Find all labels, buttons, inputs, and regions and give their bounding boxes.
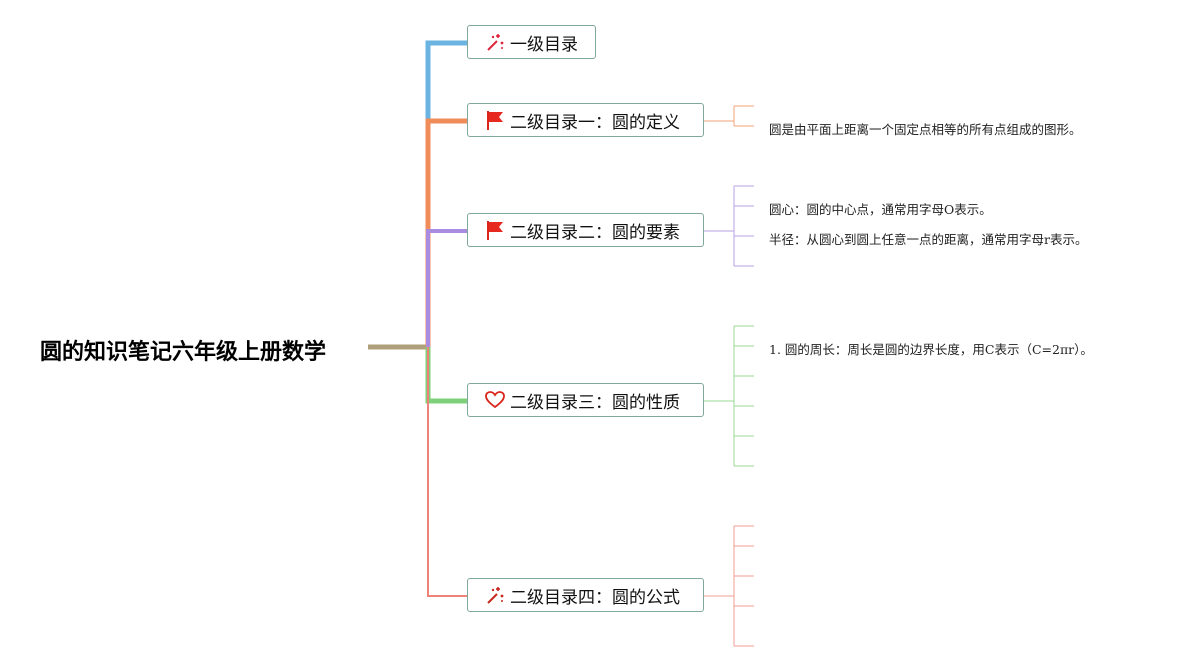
heart-outline-icon bbox=[485, 391, 505, 409]
red-flag-icon bbox=[487, 111, 503, 130]
branch-4-sublines bbox=[703, 325, 754, 467]
magic-wand-icon bbox=[487, 34, 504, 51]
branch-label-2: 二级目录一：圆的定义 bbox=[510, 112, 680, 133]
note-radius: 半径：从圆心到圆上任意一点的距离，通常用字母r表示。 bbox=[769, 232, 1088, 247]
branch-label-4: 二级目录三：圆的性质 bbox=[510, 392, 680, 413]
branch-2-sublines bbox=[703, 105, 754, 127]
branch-node-5[interactable]: 二级目录四：圆的公式 bbox=[467, 578, 704, 612]
branch-node-2[interactable]: 二级目录一：圆的定义 bbox=[467, 103, 704, 137]
root-title[interactable]: 圆的知识笔记六年级上册数学 bbox=[40, 340, 327, 365]
magic-wand-icon bbox=[487, 587, 504, 604]
branch-node-4[interactable]: 二级目录三：圆的性质 bbox=[467, 383, 704, 417]
branch-node-1[interactable]: 一级目录 bbox=[467, 25, 596, 59]
note-circumference: 1. 圆的周长：周长是圆的边界长度，用C表示（C=2πr）。 bbox=[769, 342, 1093, 357]
branch-node-3[interactable]: 二级目录二：圆的要素 bbox=[467, 213, 704, 247]
branch-4-connector bbox=[425, 347, 467, 404]
branch-5-connector bbox=[427, 347, 467, 597]
branch-1-connector bbox=[425, 40, 467, 347]
branch-2-connector bbox=[425, 118, 467, 347]
branch-3-sublines bbox=[703, 185, 754, 267]
red-flag-icon bbox=[487, 221, 503, 240]
branch-label-3: 二级目录二：圆的要素 bbox=[510, 222, 680, 243]
note-definition: 圆是由平面上距离一个固定点相等的所有点组成的图形。 bbox=[769, 122, 1082, 137]
branch-label-5: 二级目录四：圆的公式 bbox=[510, 587, 680, 608]
branch-3-connector bbox=[426, 229, 467, 347]
branch-label-1: 一级目录 bbox=[510, 34, 578, 55]
note-center: 圆心：圆的中心点，通常用字母O表示。 bbox=[769, 202, 992, 217]
branch-5-sublines bbox=[703, 525, 754, 647]
